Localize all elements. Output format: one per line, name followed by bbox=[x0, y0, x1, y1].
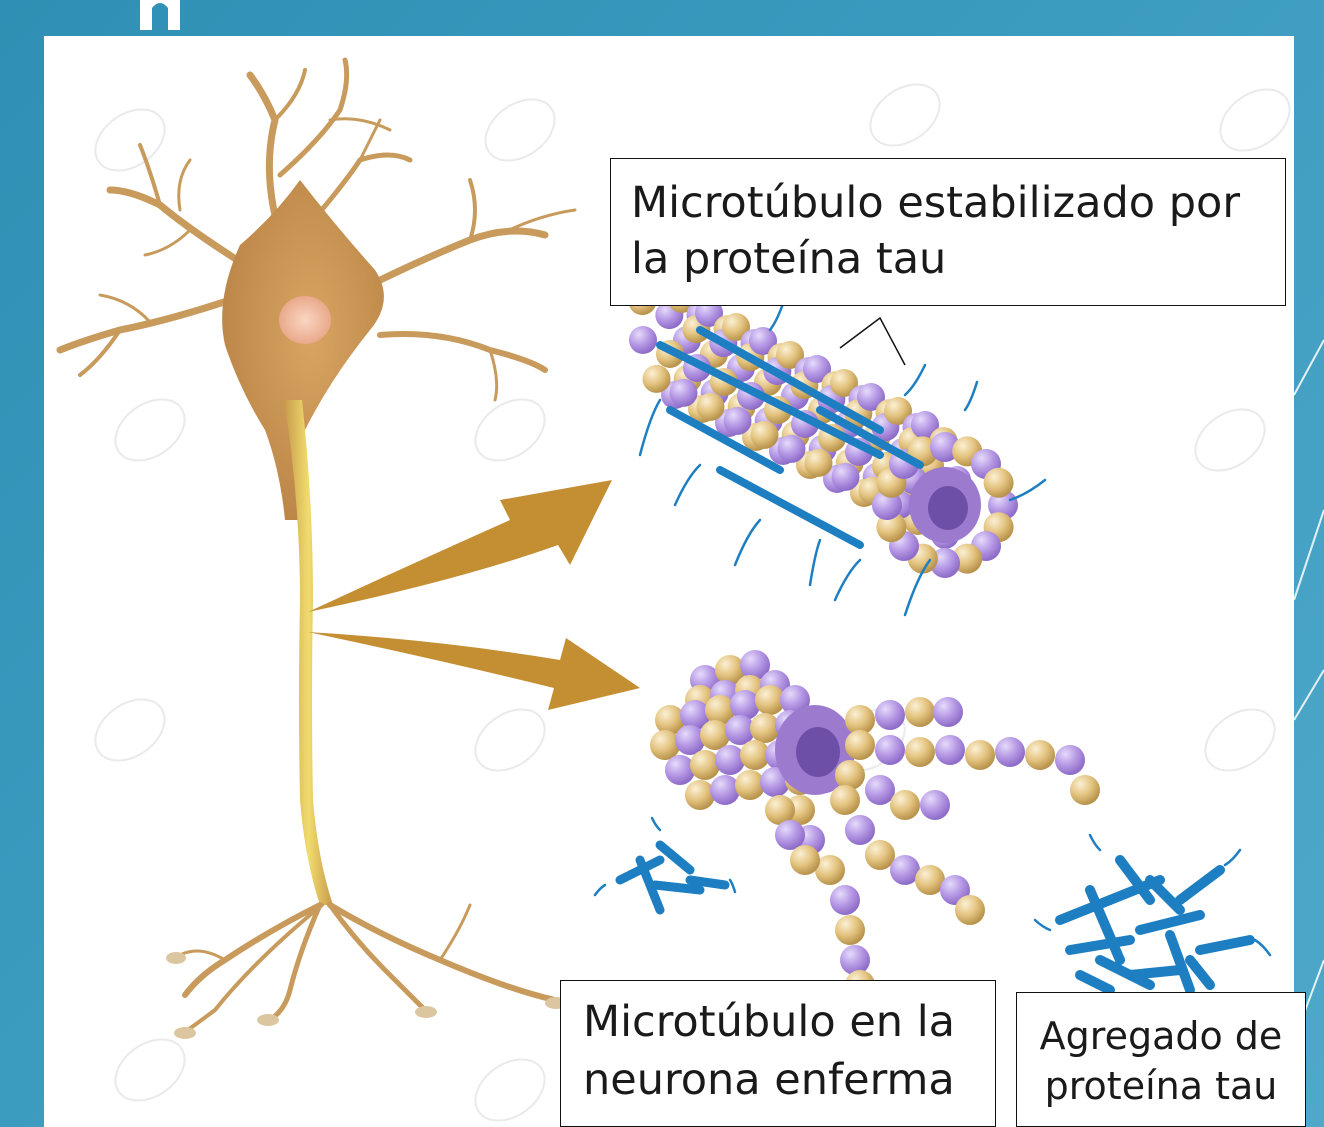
microtubule-illustration bbox=[628, 271, 1045, 615]
label-tau-aggregate: Agregado de proteína tau bbox=[1016, 992, 1306, 1127]
label-pointer bbox=[840, 318, 905, 365]
label-stable-line2: la proteína tau bbox=[631, 231, 1265, 287]
disintegrating-microtubule-illustration bbox=[650, 650, 1100, 1000]
arrow-right-icon bbox=[308, 480, 640, 710]
tau-tangle-illustration bbox=[595, 818, 1270, 990]
label-aggregate-line2: proteína tau bbox=[1035, 1061, 1287, 1111]
label-diseased-line2: neurona enferma bbox=[583, 1051, 973, 1109]
title-fragment bbox=[130, 0, 190, 30]
label-diseased-microtubule: Microtúbulo en la neurona enferma bbox=[560, 980, 996, 1127]
label-aggregate-line1: Agregado de bbox=[1035, 1011, 1287, 1061]
label-stable-microtubule: Microtúbulo estabilizado por la proteína… bbox=[610, 158, 1286, 306]
label-stable-line1: Microtúbulo estabilizado por bbox=[631, 175, 1265, 231]
label-diseased-line1: Microtúbulo en la bbox=[583, 993, 973, 1051]
